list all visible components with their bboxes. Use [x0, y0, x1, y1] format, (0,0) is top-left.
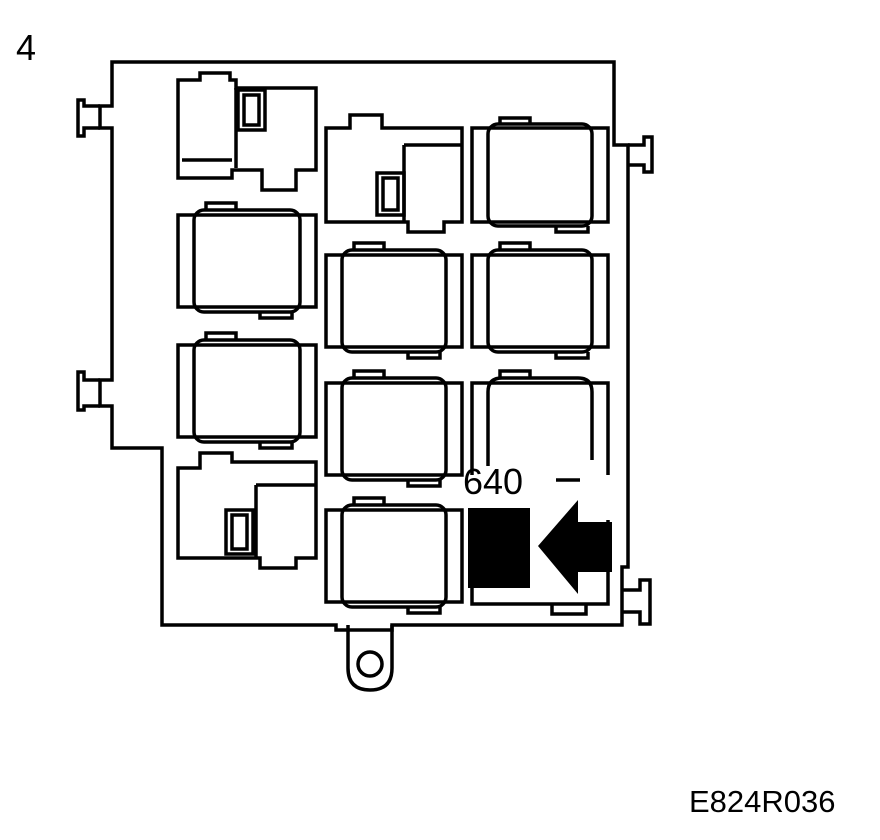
relay-middle-bottom [324, 496, 464, 615]
arrow-left-icon [538, 500, 612, 594]
mini-relay-left-bottom [176, 451, 318, 570]
mini-relay-left-top [176, 71, 318, 192]
relay-middle-2 [324, 241, 464, 360]
mounting-lug-left-lower [76, 370, 100, 412]
relay-right-2 [470, 241, 610, 360]
relay-right-3 [470, 369, 610, 475]
reference-code: E824R036 [689, 784, 836, 819]
mounting-tab-bottom [346, 625, 394, 692]
relay-right-top [470, 116, 610, 234]
relay-middle-3 [324, 369, 464, 488]
relay-640-position [468, 478, 612, 616]
mounting-lug-right-lower [622, 578, 652, 626]
relay-640-block [468, 508, 530, 588]
relay-box-housing [98, 60, 630, 632]
mounting-lug-right-upper [628, 135, 654, 174]
relay-640-label: 640 [463, 461, 524, 502]
mini-relay-middle-top [324, 113, 464, 234]
step-number: 4 [16, 27, 37, 68]
relay-left-3 [176, 331, 318, 450]
mounting-hole [356, 650, 384, 678]
mounting-lug-left-upper [76, 98, 100, 138]
relay-left-2 [176, 201, 318, 320]
